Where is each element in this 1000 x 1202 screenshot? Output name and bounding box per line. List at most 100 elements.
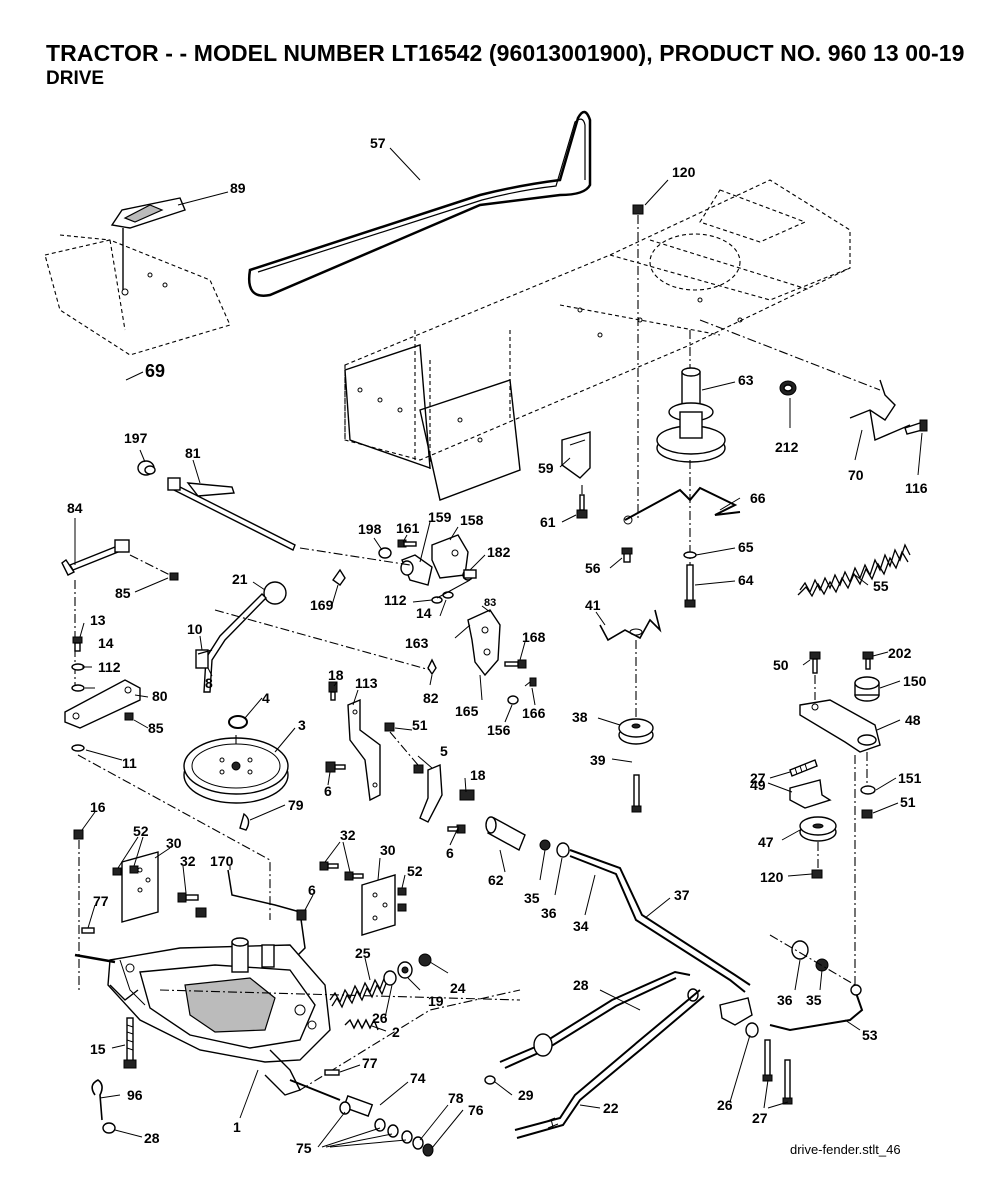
callout-197: 197: [124, 430, 148, 446]
washer-112-left: [71, 684, 85, 692]
shift-lever-8: [195, 593, 267, 693]
spring-25: [329, 975, 388, 1009]
bracket-80: [64, 679, 141, 729]
callout-52-left: 52: [133, 823, 149, 839]
callout-159: 159: [428, 509, 452, 525]
nut-120-lower: [811, 869, 823, 879]
callout-8: 8: [205, 675, 213, 691]
callout-6-mid: 6: [446, 845, 454, 861]
callout-89: 89: [230, 180, 246, 196]
callout-75: 75: [296, 1140, 312, 1156]
bolt-116: [904, 419, 928, 435]
callout-116: 116: [905, 480, 928, 496]
spring-2: [344, 1018, 379, 1031]
callout-82: 82: [423, 690, 439, 706]
pin-96: [91, 1079, 103, 1121]
callout-5: 5: [440, 743, 448, 759]
clip-41: [599, 609, 662, 642]
spacer-26-mid: [383, 970, 397, 986]
callout-35-left: 35: [524, 890, 540, 906]
bolt-27-upper: [789, 759, 818, 777]
callout-48: 48: [905, 712, 921, 728]
callout-163: 163: [405, 635, 429, 651]
callout-81: 81: [185, 445, 201, 461]
page-title: TRACTOR - - MODEL NUMBER LT16542 (960130…: [46, 40, 965, 66]
washer-156: [507, 695, 519, 705]
callout-14-mid: 14: [416, 605, 432, 621]
callout-74: 74: [410, 1070, 426, 1086]
bracket-30-mid: [361, 874, 396, 936]
callout-39: 39: [590, 752, 606, 768]
callout-51-right: 51: [900, 794, 916, 810]
bracket-59: [561, 431, 591, 479]
rod-22: [514, 989, 705, 1139]
shaft-84: [61, 539, 130, 576]
nut-85-lower: [124, 712, 134, 721]
bushing-197: [137, 460, 156, 476]
nut-52-left-a: [112, 867, 122, 876]
callout-70: 70: [848, 467, 864, 483]
callout-15: 15: [90, 1041, 106, 1057]
callout-59: 59: [538, 460, 554, 476]
callout-156: 156: [487, 722, 511, 738]
callout-47: 47: [758, 834, 774, 850]
callout-113: 113: [355, 675, 378, 691]
bracket-26-right: [719, 997, 753, 1026]
callout-198: 198: [358, 521, 382, 537]
callout-30-mid: 30: [380, 842, 396, 858]
bolt-166: [524, 677, 537, 687]
callout-26-right: 26: [717, 1097, 733, 1113]
spacer-150: [854, 676, 880, 702]
bolts-27-lower: [762, 1039, 793, 1105]
callout-28-upper: 28: [573, 977, 589, 993]
bolt-64: [684, 564, 696, 608]
callout-29: 29: [518, 1087, 534, 1103]
washer-151: [860, 785, 876, 795]
callout-3: 3: [298, 717, 306, 733]
bolt-13: [72, 636, 83, 652]
fender-panel: [44, 234, 231, 356]
clip-169: [332, 568, 346, 586]
knob-21: [263, 581, 287, 605]
callout-16: 16: [90, 799, 106, 815]
bolt-32-mid-b: [344, 871, 364, 881]
callout-14-left: 14: [98, 635, 114, 651]
callout-52-mid: 52: [407, 863, 423, 879]
bolt-6-left-lower: [195, 907, 207, 918]
callout-57: 57: [370, 135, 386, 151]
idler-pulley-38: [618, 718, 654, 745]
washer-14-mid: [442, 591, 454, 599]
nut-35-left: [539, 839, 551, 851]
bracket-30-left: [121, 851, 159, 923]
callout-11: 11: [122, 755, 137, 771]
nut-51-mid-b: [413, 764, 424, 774]
callout-27-upper: 27: [750, 770, 766, 786]
washer-36-left: [556, 842, 570, 858]
callout-84: 84: [67, 500, 83, 516]
callout-151: 151: [898, 770, 922, 786]
callout-4: 4: [262, 690, 270, 706]
rod-53: [769, 989, 864, 1032]
callout-51-mid: 51: [412, 717, 428, 733]
callout-63: 63: [738, 372, 754, 388]
pin-10: [197, 649, 213, 655]
callout-77-lower: 77: [362, 1055, 378, 1071]
washer-198: [378, 547, 392, 559]
callout-85-top: 85: [115, 585, 131, 601]
callout-56: 56: [585, 560, 601, 576]
callout-79: 79: [288, 797, 304, 813]
shaft-37: [569, 849, 751, 993]
callout-120-lower: 120: [760, 869, 784, 885]
spring-wire-66: [624, 486, 741, 521]
callout-112-mid: 112: [384, 592, 407, 608]
idler-arm-48: [799, 699, 881, 753]
callout-96: 96: [127, 1087, 143, 1103]
callout-65: 65: [738, 539, 754, 555]
frame-holes: [357, 297, 743, 443]
bolt-50: [809, 651, 821, 674]
bolt-202: [862, 651, 874, 670]
callout-80: 80: [152, 688, 168, 704]
callout-78: 78: [448, 1090, 464, 1106]
file-label: drive-fender.stlt_46: [790, 1142, 901, 1157]
